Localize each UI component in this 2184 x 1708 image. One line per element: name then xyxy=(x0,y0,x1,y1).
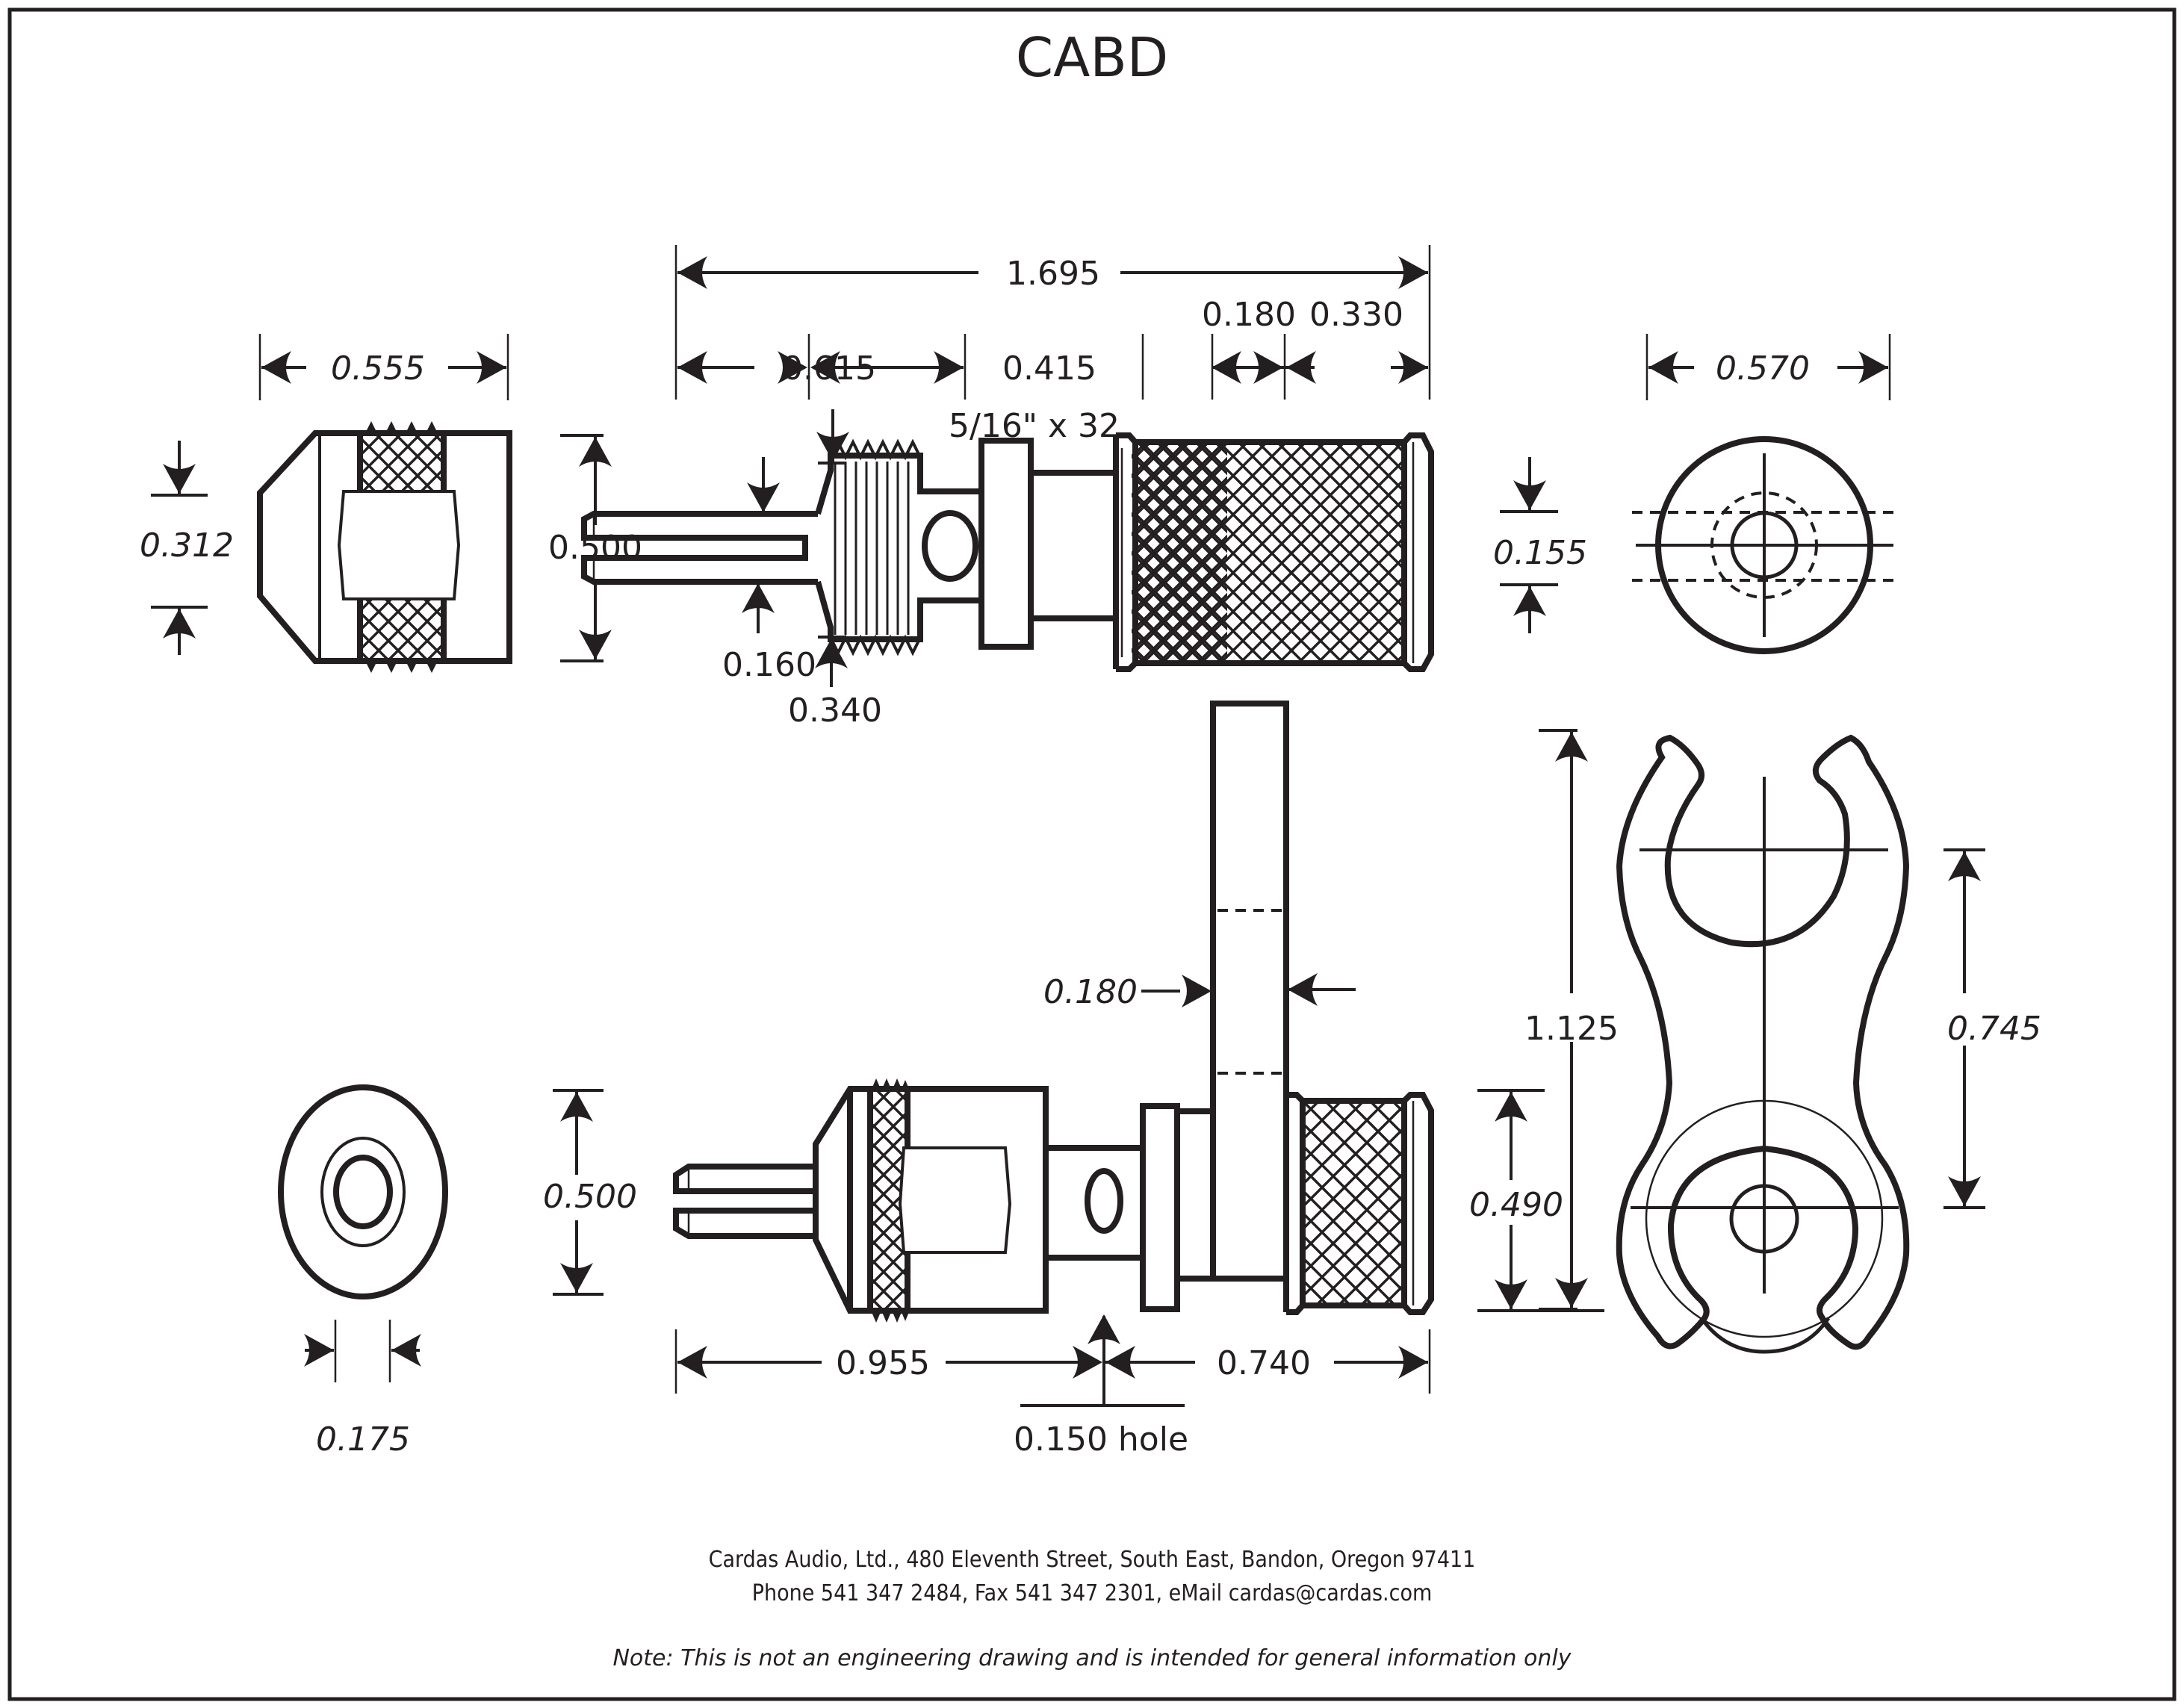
dim-flange-length: 0.180 xyxy=(1202,296,1296,334)
bottom-assembly-dimensions: 0.955 0.740 0.150 hole 0.180 0.490 xyxy=(674,973,1604,1459)
dim-knob-length: 0.330 xyxy=(1309,296,1403,334)
dim-end-view-bottom-diameter: 0.500 xyxy=(543,1178,637,1216)
drawing-title: CABD xyxy=(1016,26,1168,89)
dim-end-view-bottom-hole: 0.175 xyxy=(316,1420,410,1459)
dim-pin-diameter: 0.160 xyxy=(722,646,816,684)
dim-hole-callout: 0.150 hole xyxy=(1014,1420,1188,1459)
dim-bottom-right-length: 0.740 xyxy=(1217,1344,1311,1382)
footer-contact: Phone 541 347 2484, Fax 541 347 2301, eM… xyxy=(752,1580,1433,1606)
dim-knob-diameter: 0.490 xyxy=(1469,1186,1563,1224)
thread-spec-label: 5/16" x 32 xyxy=(949,407,1120,445)
dim-end-cap-width: 0.555 xyxy=(331,350,425,388)
bottom-assembly-view xyxy=(673,701,1434,1323)
footer-disclaimer: Note: This is not an engineering drawing… xyxy=(612,1645,1572,1671)
wrench-plate-view: 1.125 0.745 xyxy=(1524,729,2041,1354)
dim-thread-diameter: 0.340 xyxy=(788,692,882,730)
end-cap-side-view: 0.555 0.312 xyxy=(140,334,512,673)
top-assembly-view xyxy=(581,432,1434,672)
dim-overall-length: 1.695 xyxy=(1006,255,1100,293)
end-view-top: 0.570 0.155 xyxy=(1493,334,1897,654)
sheet-border xyxy=(7,7,2177,1701)
dim-wrench-length: 1.125 xyxy=(1524,1010,1619,1048)
dim-thread-length: 0.415 xyxy=(1002,350,1096,388)
dim-plate-thickness: 0.180 xyxy=(1043,973,1138,1011)
dim-end-view-diameter: 0.570 xyxy=(1716,350,1810,388)
dim-bottom-left-length: 0.955 xyxy=(836,1344,930,1382)
top-assembly-dimensions: 1.695 0.615 0.415 0.180 0.330 0.500 xyxy=(548,245,1431,730)
dim-wrench-center-distance: 0.745 xyxy=(1947,1010,2041,1048)
end-view-bottom: 0.500 0.175 xyxy=(278,1084,637,1459)
footer-address: Cardas Audio, Ltd., 480 Eleventh Street,… xyxy=(709,1547,1476,1573)
dim-assembly-height: 0.500 xyxy=(548,529,642,567)
dim-end-cap-height: 0.312 xyxy=(140,527,234,565)
dim-end-view-hole: 0.155 xyxy=(1493,534,1587,572)
